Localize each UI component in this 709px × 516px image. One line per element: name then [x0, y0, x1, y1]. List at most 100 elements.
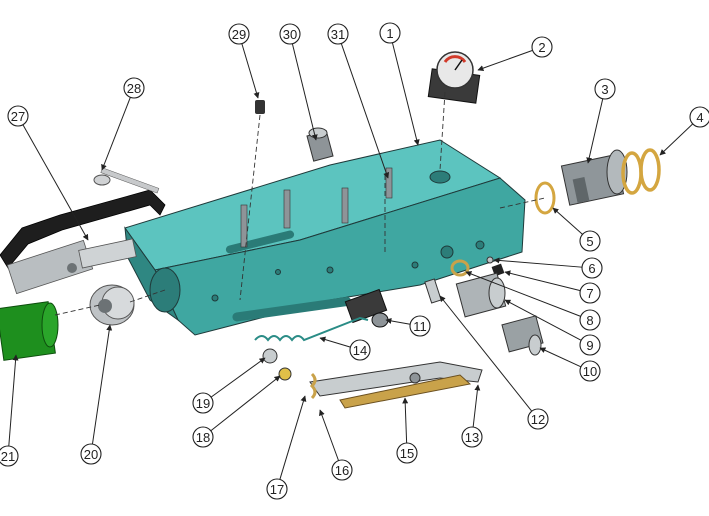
balloon-1: 1	[379, 22, 401, 44]
balloon-circle	[581, 257, 603, 279]
balloon-number: 19	[196, 396, 210, 411]
leader-line-2	[477, 49, 533, 71]
balloon-number: 2	[538, 40, 545, 55]
gauge-port	[429, 170, 451, 184]
balloon-number: 13	[465, 430, 479, 445]
pin-d	[385, 167, 393, 199]
green-grip-face	[41, 302, 59, 348]
balloon-7: 7	[579, 282, 601, 304]
balloon-circle	[327, 23, 349, 45]
balloon-15: 15	[396, 442, 418, 464]
gauge-needle	[454, 59, 463, 71]
handle-knob	[93, 174, 111, 186]
balloon-3: 3	[594, 78, 616, 100]
balloon-28: 28	[123, 77, 145, 99]
balloon-number: 1	[386, 26, 393, 41]
pin-b	[283, 189, 291, 229]
leader-line-29	[241, 43, 260, 99]
balloon-circle	[0, 445, 19, 467]
ball-part-6	[486, 256, 494, 264]
balloon-circle	[579, 282, 601, 304]
balloon-circle	[266, 478, 288, 500]
screw-part-29	[255, 100, 265, 114]
balloon-circle	[579, 230, 601, 252]
leader-line-14	[319, 336, 351, 348]
balloon-8: 8	[579, 309, 601, 331]
leader-line-9	[504, 299, 582, 341]
balloon-circle	[7, 105, 29, 127]
washer-part-19	[262, 348, 278, 364]
brass-ring-part-8	[450, 259, 470, 277]
balloon-number: 30	[283, 27, 297, 42]
leader-line-10	[539, 347, 582, 368]
balloon-circle	[531, 36, 553, 58]
leader-line-3	[586, 98, 604, 164]
leader-line-17	[279, 395, 307, 480]
center-lines	[54, 91, 546, 316]
balloon-circle	[123, 77, 145, 99]
balloon-31: 31	[327, 23, 349, 45]
balloon-21: 21	[0, 445, 19, 467]
balloon-4: 4	[689, 106, 709, 128]
leader-line-1	[391, 42, 420, 146]
leader-line-5	[552, 207, 583, 235]
leader-line-8	[465, 271, 581, 317]
balloon-circle	[279, 23, 301, 45]
balloon-number: 6	[588, 261, 595, 276]
front-hole-a	[440, 245, 454, 259]
balloon-number: 5	[586, 234, 593, 249]
pin-part-11	[344, 288, 389, 328]
balloon-9: 9	[579, 334, 601, 356]
balloon-circle	[396, 442, 418, 464]
balloon-number: 4	[696, 110, 703, 125]
balloon-number: 31	[331, 27, 345, 42]
balloon-number: 20	[84, 447, 98, 462]
balloon-29: 29	[228, 23, 250, 45]
balloon-5: 5	[579, 230, 601, 252]
balloon-circle	[689, 106, 709, 128]
balloon-number: 7	[586, 286, 593, 301]
pin-part-12	[424, 278, 442, 304]
plug-part-30	[306, 127, 334, 162]
balloon-number: 12	[531, 412, 545, 427]
regulator-knurl	[572, 177, 590, 203]
balloon-18: 18	[192, 426, 214, 448]
balloon-12: 12	[527, 408, 549, 430]
balloon-circle	[331, 459, 353, 481]
trigger-assembly	[309, 361, 483, 409]
leader-line-6	[493, 257, 583, 268]
leader-line-7	[504, 270, 581, 292]
leader-line-21	[8, 354, 19, 447]
sear-part-15	[339, 374, 472, 409]
o-ring-part-5	[534, 181, 556, 215]
balloon-circle	[594, 78, 616, 100]
balloon-19: 19	[192, 392, 214, 414]
body-front-face	[154, 177, 526, 336]
front-hole-b	[475, 240, 485, 250]
balloon-number: 10	[583, 364, 597, 379]
balloon-number: 15	[400, 446, 414, 461]
leader-line-18	[210, 375, 281, 432]
balloon-circle	[579, 360, 601, 382]
spring-part-14	[254, 316, 369, 342]
balloon-circle	[80, 443, 102, 465]
balloon-2: 2	[531, 36, 553, 58]
balloon-circle	[379, 22, 401, 44]
balloon-13: 13	[461, 426, 483, 448]
leader-line-30	[291, 43, 318, 141]
spring-part-16	[309, 372, 317, 400]
screw-part-18	[278, 367, 292, 381]
front-hole-e	[326, 266, 334, 274]
leader-line-20	[91, 324, 113, 445]
leader-line-11	[385, 317, 411, 325]
regulator-part	[560, 149, 628, 206]
balloon-20: 20	[80, 443, 102, 465]
leader-line-27	[22, 124, 89, 241]
balloon-circle	[527, 408, 549, 430]
balloon-circle	[192, 392, 214, 414]
trigger-pivot	[409, 372, 421, 384]
front-hole-c	[411, 261, 419, 269]
regulator-end	[606, 149, 628, 195]
balloon-number: 29	[232, 27, 246, 42]
bolt-stem	[78, 238, 137, 269]
